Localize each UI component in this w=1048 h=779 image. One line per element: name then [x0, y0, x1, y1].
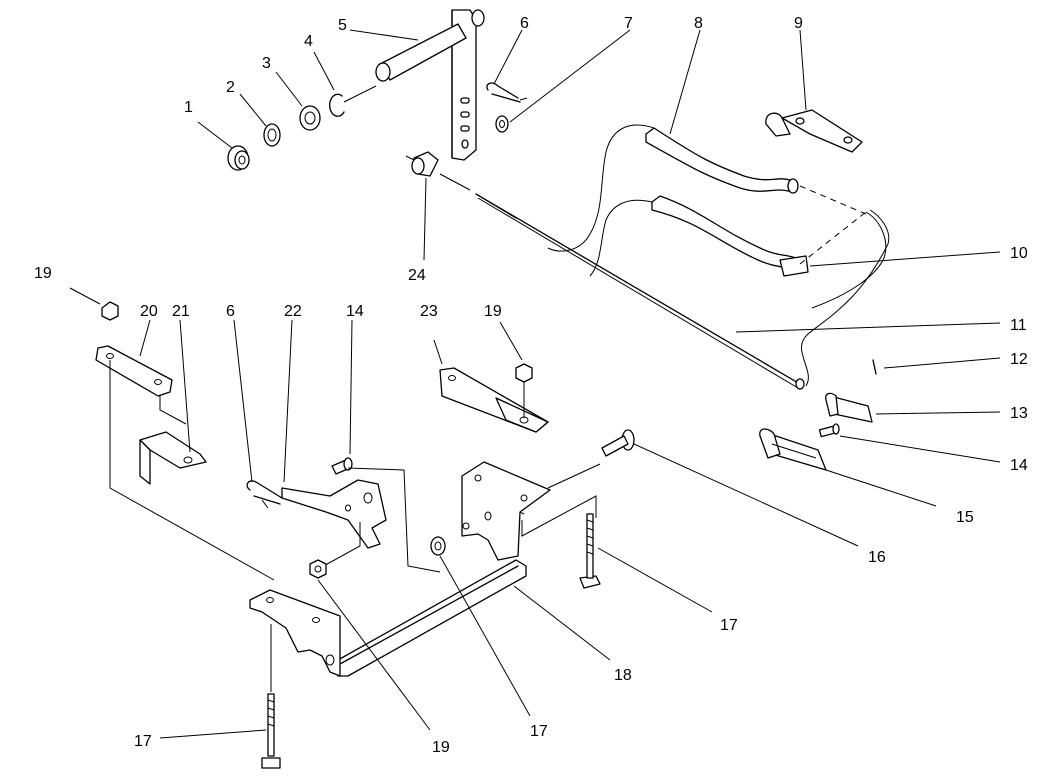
callout-16: 16: [868, 549, 886, 566]
callout-14-left: 14: [346, 303, 364, 320]
callout-3: 3: [262, 55, 271, 72]
callout-20: 20: [140, 303, 158, 320]
callout-11: 11: [1010, 317, 1027, 334]
part-5-lever: [375, 9, 485, 161]
part-24-swivel: [405, 151, 471, 191]
part-13-clevis: [825, 392, 873, 423]
callout-24: 24: [408, 267, 426, 284]
part-17-washer: [430, 536, 446, 556]
part-18-base-frame: [249, 461, 551, 677]
part-21-bracket: [139, 431, 207, 485]
part-15-clevis: [759, 428, 827, 471]
part-22-cam-lever: [281, 479, 387, 549]
callout-17-left: 17: [134, 733, 152, 750]
part-14-pin-right: [818, 423, 840, 438]
callout-17-center: 17: [530, 723, 548, 740]
part-6-hairpin-lower: [246, 480, 283, 509]
callout-10: 10: [1010, 245, 1028, 262]
callout-8: 8: [694, 15, 703, 32]
callout-19-bottom: 19: [432, 739, 450, 756]
part-1-bushing: [227, 145, 250, 171]
callout-21: 21: [172, 303, 190, 320]
callout-labels: 1 2 3 4 5 6 7 8 9 10 11 12 13 14 15 16 1…: [34, 15, 1028, 756]
callout-15: 15: [956, 509, 974, 526]
part-14-bolt-left: [331, 457, 353, 475]
callout-12: 12: [1010, 351, 1028, 368]
callout-1: 1: [184, 99, 193, 116]
callout-18: 18: [614, 667, 632, 684]
part-19-nut-lower: [309, 559, 327, 579]
callout-19-far-left: 19: [34, 265, 52, 282]
callout-4: 4: [304, 33, 313, 50]
part-4-e-clip: [329, 93, 345, 117]
part-17-bolt-right: [579, 513, 601, 589]
part-8-sleeve: [547, 124, 806, 277]
part-23-plate: [439, 367, 549, 433]
callout-13: 13: [1010, 405, 1028, 422]
part-6-hairpin-top: [486, 82, 528, 103]
callout-6-lower: 6: [226, 303, 235, 320]
callout-9: 9: [794, 15, 803, 32]
callout-22: 22: [284, 303, 302, 320]
part-9-clamp: [765, 109, 867, 215]
part-12-pin: [872, 359, 877, 375]
part-16-bolt: [601, 429, 635, 457]
callout-6-top: 6: [520, 15, 529, 32]
part-20-plate: [95, 345, 173, 397]
leader-lines: [139, 29, 1001, 739]
callout-5: 5: [338, 17, 347, 34]
callout-17-right: 17: [720, 617, 738, 634]
part-19-nut-center: [515, 363, 533, 418]
part-2-washer: [263, 123, 281, 147]
callout-19-center: 19: [484, 303, 502, 320]
part-7-washer: [495, 115, 509, 133]
part-11-cable: [475, 193, 890, 390]
part-10-clamp: [779, 255, 809, 277]
part-19-nut-left: [69, 287, 119, 321]
callout-23: 23: [420, 303, 438, 320]
callout-14-right: 14: [1010, 457, 1028, 474]
callout-2: 2: [226, 79, 235, 96]
part-3-washer: [299, 105, 321, 131]
part-17-bolt-left: [261, 624, 281, 769]
callout-7: 7: [624, 15, 633, 32]
